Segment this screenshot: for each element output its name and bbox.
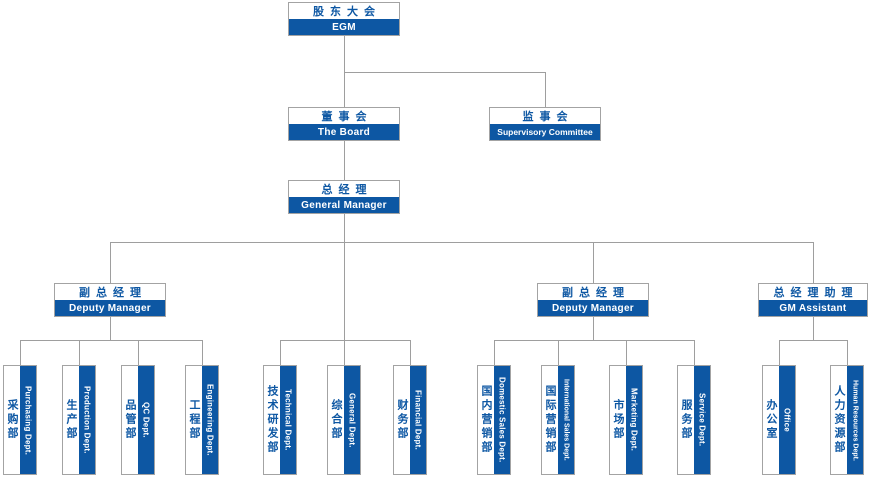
dept-title-zh: 财务部 <box>396 399 408 441</box>
node-title-en: Deputy Manager <box>538 300 648 316</box>
connector-line <box>20 340 202 341</box>
dept-node-international-sales: 国际营销部 International Sales Dept. <box>541 365 575 475</box>
connector-line <box>694 340 695 365</box>
connector-line <box>110 242 111 283</box>
dept-node-qc: 品管部 QC Dept. <box>121 365 155 475</box>
dept-title-en: General Dept. <box>344 366 360 474</box>
dept-title-zh: 工程部 <box>188 399 200 441</box>
dept-title-en: Production Dept. <box>79 366 95 474</box>
node-title-en: General Manager <box>289 197 399 213</box>
dept-title-en: International Sales Dept. <box>558 366 574 474</box>
dept-title-zh: 技术研发部 <box>266 385 278 455</box>
dept-title-en: QC Dept. <box>138 366 154 474</box>
connector-line <box>410 340 411 365</box>
node-title-zh: 股东大会 <box>313 6 381 18</box>
node-title-zh: 副总经理 <box>79 287 147 299</box>
connector-line <box>280 340 281 365</box>
connector-line <box>545 72 546 107</box>
org-node-deputy-manager-left: 副总经理 Deputy Manager <box>54 283 166 317</box>
connector-line <box>779 340 780 365</box>
dept-title-en: Human Resources Dept. <box>847 366 863 474</box>
connector-line <box>344 35 345 107</box>
dept-title-en: Engineering Dept. <box>202 366 218 474</box>
connector-line <box>280 340 410 341</box>
connector-line <box>779 340 847 341</box>
dept-title-en: Purchasing Dept. <box>20 366 36 474</box>
dept-node-human-resources: 人力资源部 Human Resources Dept. <box>830 365 864 475</box>
connector-line <box>813 242 814 283</box>
connector-line <box>20 340 21 365</box>
dept-title-en: Office <box>779 366 795 474</box>
dept-title-en: Domestic Sales Dept. <box>494 366 510 474</box>
dept-title-zh: 服务部 <box>680 399 692 441</box>
node-title-en: Supervisory Committee <box>490 124 600 140</box>
connector-line <box>79 340 80 365</box>
dept-title-zh: 生产部 <box>65 399 77 441</box>
dept-title-en: Service Dept. <box>694 366 710 474</box>
node-title-en: Deputy Manager <box>55 300 165 316</box>
dept-node-purchasing: 采购部 Purchasing Dept. <box>3 365 37 475</box>
dept-node-technical: 技术研发部 Technical Dept. <box>263 365 297 475</box>
node-title-zh: 总经理 <box>321 184 373 196</box>
node-title-en: EGM <box>289 19 399 35</box>
node-title-zh: 副总经理 <box>562 287 630 299</box>
node-title-en: GM Assistant <box>759 300 867 316</box>
dept-node-production: 生产部 Production Dept. <box>62 365 96 475</box>
org-node-egm: 股东大会 EGM <box>288 2 400 36</box>
connector-line <box>847 340 848 365</box>
dept-node-domestic-sales: 国内营销部 Domestic Sales Dept. <box>477 365 511 475</box>
node-title-zh: 监事会 <box>522 111 574 123</box>
dept-title-en: Financial Dept. <box>410 366 426 474</box>
node-title-en: The Board <box>289 124 399 140</box>
connector-line <box>344 214 345 365</box>
dept-title-zh: 办公室 <box>765 399 777 441</box>
dept-node-marketing: 市场部 Marketing Dept. <box>609 365 643 475</box>
connector-line <box>110 242 813 243</box>
dept-title-zh: 国际营销部 <box>544 385 556 455</box>
org-node-deputy-manager-right: 副总经理 Deputy Manager <box>537 283 649 317</box>
dept-title-en: Marketing Dept. <box>626 366 642 474</box>
org-node-gm-assistant: 总经理助理 GM Assistant <box>758 283 868 317</box>
org-node-board: 董事会 The Board <box>288 107 400 141</box>
dept-node-service: 服务部 Service Dept. <box>677 365 711 475</box>
dept-title-zh: 综合部 <box>330 399 342 441</box>
dept-node-general: 综合部 General Dept. <box>327 365 361 475</box>
dept-node-engineering: 工程部 Engineering Dept. <box>185 365 219 475</box>
node-title-zh: 董事会 <box>321 111 373 123</box>
connector-line <box>138 340 139 365</box>
dept-node-financial: 财务部 Financial Dept. <box>393 365 427 475</box>
dept-title-zh: 品管部 <box>124 399 136 441</box>
connector-line <box>626 340 627 365</box>
connector-line <box>202 340 203 365</box>
connector-line <box>558 340 559 365</box>
connector-line <box>813 317 814 340</box>
org-node-supervisory-committee: 监事会 Supervisory Committee <box>489 107 601 141</box>
dept-title-zh: 人力资源部 <box>833 385 845 455</box>
node-title-zh: 总经理助理 <box>773 287 859 299</box>
dept-title-zh: 采购部 <box>6 399 18 441</box>
connector-line <box>494 340 694 341</box>
dept-title-zh: 国内营销部 <box>480 385 492 455</box>
dept-node-office: 办公室 Office <box>762 365 796 475</box>
dept-title-zh: 市场部 <box>612 399 624 441</box>
connector-line <box>593 317 594 340</box>
connector-line <box>344 141 345 180</box>
connector-line <box>494 340 495 365</box>
connector-line <box>110 317 111 340</box>
connector-line <box>593 242 594 283</box>
dept-title-en: Technical Dept. <box>280 366 296 474</box>
org-node-general-manager: 总经理 General Manager <box>288 180 400 214</box>
connector-line <box>344 72 545 73</box>
